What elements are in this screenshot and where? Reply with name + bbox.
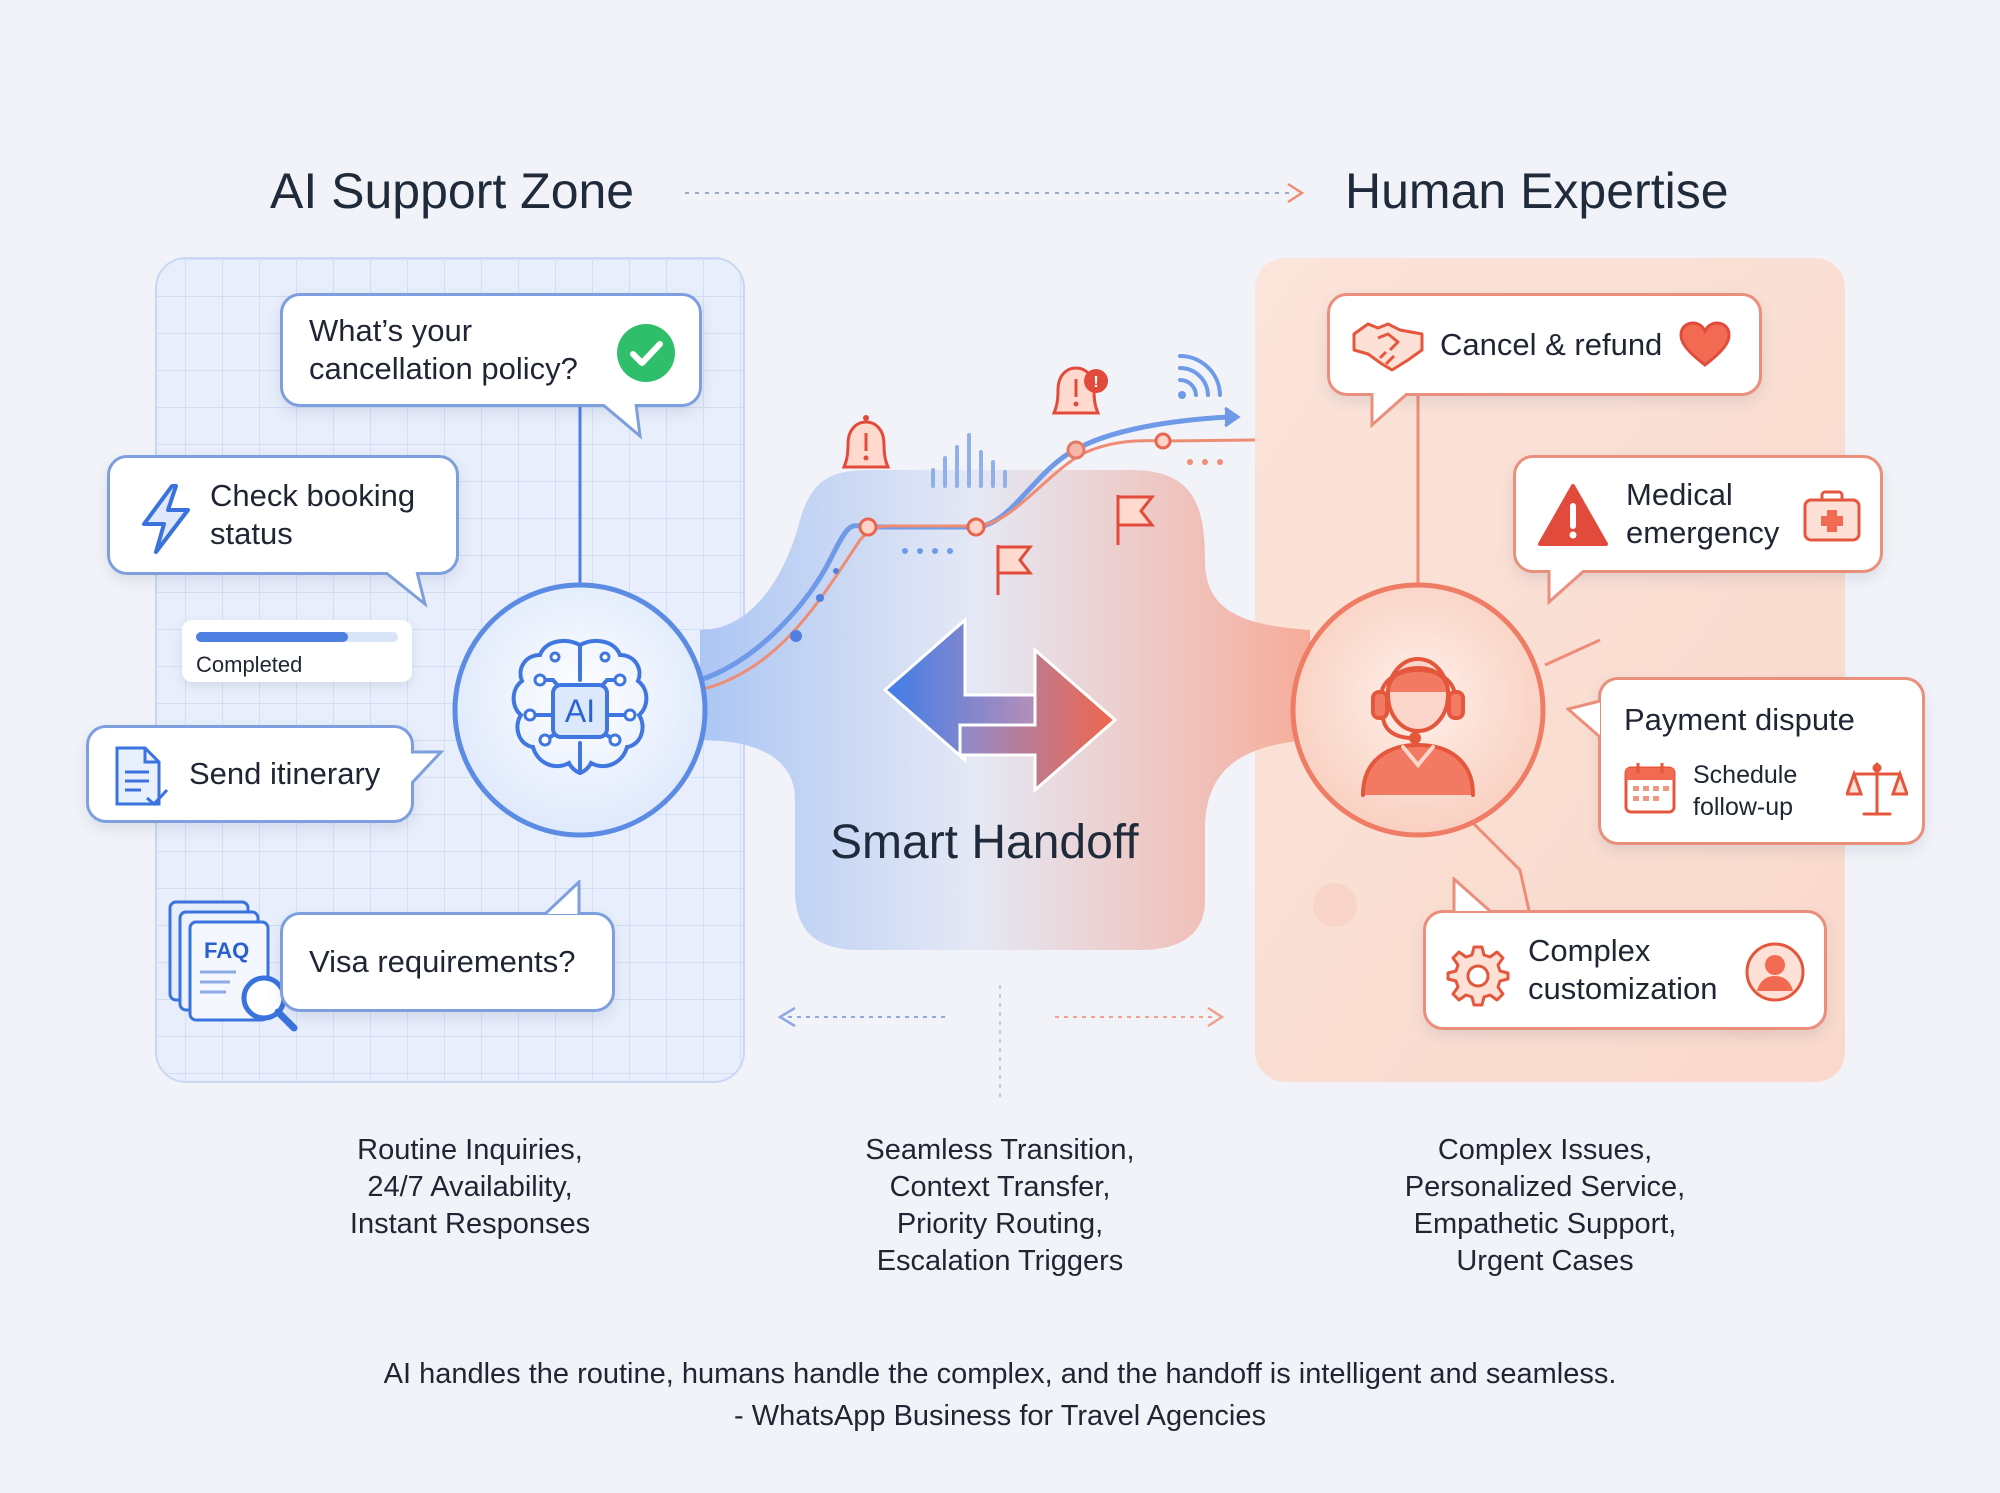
handoff-caption: Seamless Transition, Context Transfer, P… — [820, 1132, 1180, 1280]
caption-line: Priority Routing, — [896, 1208, 1104, 1240]
schedule-follow-up-text: Schedule follow-up — [1693, 761, 1798, 821]
user-icon — [1744, 941, 1806, 1003]
faq-search-icon: FAQ — [166, 900, 306, 1040]
ai-brain-icon: AI — [495, 625, 665, 795]
medical-emergency-text: Medical emergency — [1626, 477, 1780, 550]
bubble-tail — [411, 750, 445, 786]
caption-line: Context Transfer, — [889, 1171, 1111, 1203]
complex-customization-text: Complex customization — [1528, 933, 1718, 1006]
human-zone-heading: Human Expertise — [1345, 163, 1729, 219]
heart-icon — [1679, 321, 1731, 369]
svg-text:!: ! — [1093, 374, 1098, 391]
bubble-tail — [1547, 570, 1586, 606]
headset-agent-icon — [1333, 620, 1503, 800]
signal-bars — [931, 433, 1007, 488]
payment-dispute-bubble[interactable]: Payment dispute Schedule follow-up — [1598, 677, 1925, 845]
check-icon — [615, 322, 677, 384]
document-icon — [111, 746, 173, 810]
bubble-tail — [545, 880, 581, 916]
first-aid-icon — [1802, 490, 1862, 544]
calendar-icon — [1623, 760, 1677, 816]
smart-handoff-heading: Smart Handoff — [830, 816, 1139, 869]
send-itinerary-bubble[interactable]: Send itinerary — [86, 725, 414, 823]
progress-fill — [196, 632, 348, 642]
lightning-icon — [138, 482, 194, 556]
bell-icon: ! — [1051, 366, 1108, 415]
caption-line: 24/7 Availability, — [367, 1171, 573, 1203]
faq-badge: FAQ — [204, 938, 250, 963]
progress-card: Completed — [182, 620, 412, 682]
wifi-icon — [1178, 354, 1222, 399]
flag-icon — [1116, 495, 1156, 545]
bubble-tail — [1370, 393, 1409, 429]
warning-icon — [1536, 482, 1610, 548]
ai-zone-caption: Routine Inquiries, 24/7 Availability, In… — [310, 1132, 630, 1243]
quote-attribution: - WhatsApp Business for Travel Agencies — [734, 1400, 1266, 1432]
payment-dispute-text: Payment dispute — [1624, 702, 1855, 737]
bubble-tail — [385, 572, 428, 608]
bubble-tail — [601, 404, 642, 440]
swap-arrows-icon — [882, 616, 1118, 794]
handshake-icon — [1350, 314, 1426, 376]
caption-line: Empathetic Support, — [1413, 1208, 1677, 1240]
check-booking-bubble[interactable]: Check booking status — [107, 455, 459, 575]
ai-zone-heading: AI Support Zone — [270, 163, 635, 219]
caption-line: Personalized Service, — [1404, 1171, 1686, 1203]
check-booking-text: Check booking status — [210, 478, 416, 551]
send-itinerary-text: Send itinerary — [189, 756, 381, 791]
bell-icon — [841, 415, 891, 469]
caption-line: Urgent Cases — [1456, 1245, 1634, 1277]
bubble-tail — [1452, 877, 1491, 913]
cancellation-policy-bubble[interactable]: What’s your cancellation policy? — [280, 293, 702, 407]
progress-track — [196, 632, 398, 642]
gear-icon — [1446, 943, 1510, 1007]
complex-customization-bubble[interactable]: Complex customization — [1423, 910, 1827, 1030]
caption-line: Escalation Triggers — [876, 1245, 1124, 1277]
ai-chip-label: AI — [564, 693, 596, 729]
progress-label: Completed — [196, 652, 303, 677]
bubble-tail — [1566, 699, 1601, 739]
cancellation-policy-text: What’s your cancellation policy? — [309, 313, 578, 386]
human-zone-caption: Complex Issues, Personalized Service, Em… — [1360, 1132, 1730, 1280]
caption-line: Instant Responses — [349, 1208, 591, 1240]
cancel-refund-bubble[interactable]: Cancel & refund — [1327, 293, 1762, 396]
caption-line: Complex Issues, — [1437, 1134, 1653, 1166]
flag-icon — [996, 545, 1034, 595]
caption-line: Routine Inquiries, — [357, 1134, 583, 1166]
quote-line-1: AI handles the routine, humans handle th… — [383, 1358, 1617, 1390]
caption-line: Seamless Transition, — [865, 1134, 1135, 1166]
medical-emergency-bubble[interactable]: Medical emergency — [1513, 455, 1883, 573]
cancel-refund-text: Cancel & refund — [1440, 326, 1663, 362]
visa-requirements-bubble[interactable]: Visa requirements? — [280, 912, 615, 1012]
closing-quote: AI handles the routine, humans handle th… — [200, 1353, 1800, 1437]
visa-requirements-text: Visa requirements? — [309, 944, 576, 979]
scales-icon — [1846, 760, 1908, 820]
